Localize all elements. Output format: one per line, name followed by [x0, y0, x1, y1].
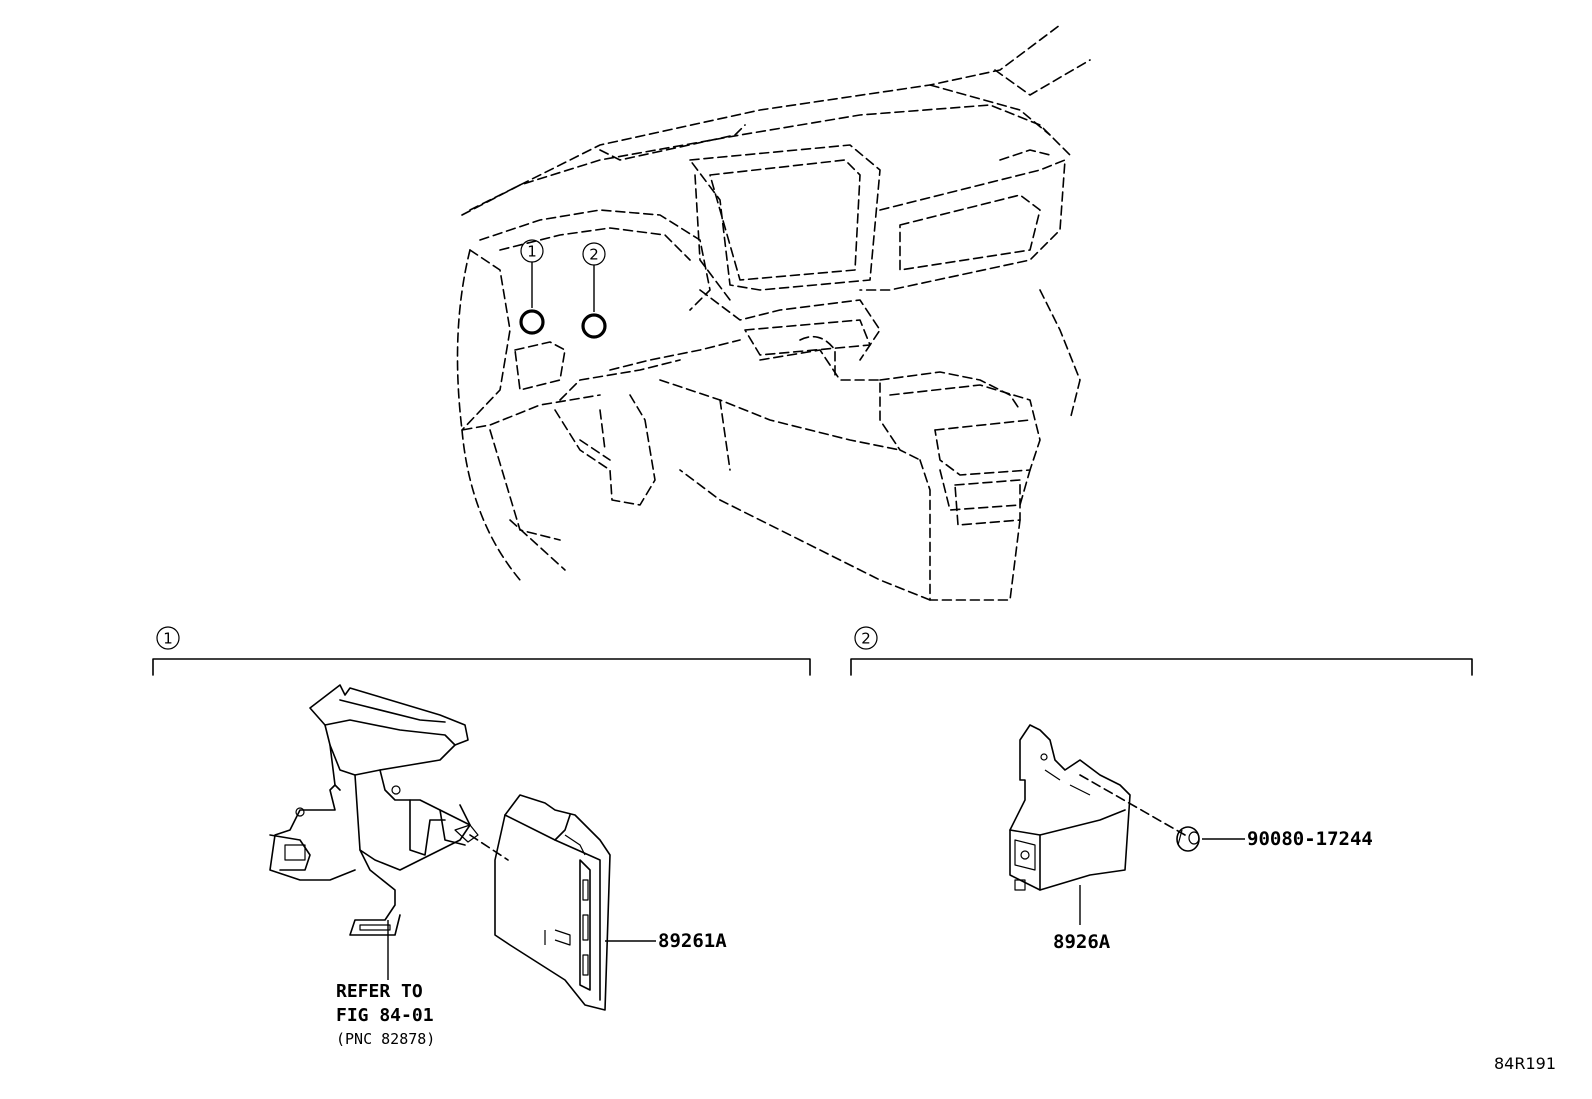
reference-note-line2: FIG 84-01 — [336, 1005, 434, 1026]
illustration-id: 84R191 — [1494, 1054, 1556, 1073]
part-label-90080-17244: 90080-17244 — [1247, 828, 1373, 850]
part-label-8926a: 8926A — [1053, 931, 1111, 953]
overview-callouts: 1 2 — [519, 239, 607, 339]
location-marker-1 — [519, 309, 545, 335]
part-label-89261a: 89261A — [658, 930, 727, 952]
module-8926a — [1009, 724, 1131, 891]
section-2-bracket — [850, 658, 1473, 676]
section-1-header: 1 — [152, 626, 811, 676]
ecu-89261a — [494, 794, 611, 1011]
reference-note-line3: (PNC 82878) — [336, 1030, 435, 1048]
reference-note-line1: REFER TO — [336, 981, 423, 1002]
section-1-callout-label: 1 — [163, 630, 173, 648]
callout-1-overview-label: 1 — [527, 243, 537, 261]
callout-2-overview-label: 2 — [589, 246, 599, 264]
clip-90080-17244 — [1176, 826, 1200, 852]
section-2-callout — [854, 626, 878, 650]
section-1-bracket — [152, 658, 811, 676]
mounting-bracket — [269, 684, 479, 936]
section-2-header: 2 — [850, 626, 1473, 676]
location-marker-2 — [581, 313, 607, 339]
clip-phantom-line — [1079, 774, 1186, 836]
ecu-mounting-phantom-line — [469, 834, 509, 861]
dashboard-overview — [456, 24, 1091, 601]
section-1-callout — [156, 626, 180, 650]
section-2-callout-label: 2 — [861, 630, 871, 648]
